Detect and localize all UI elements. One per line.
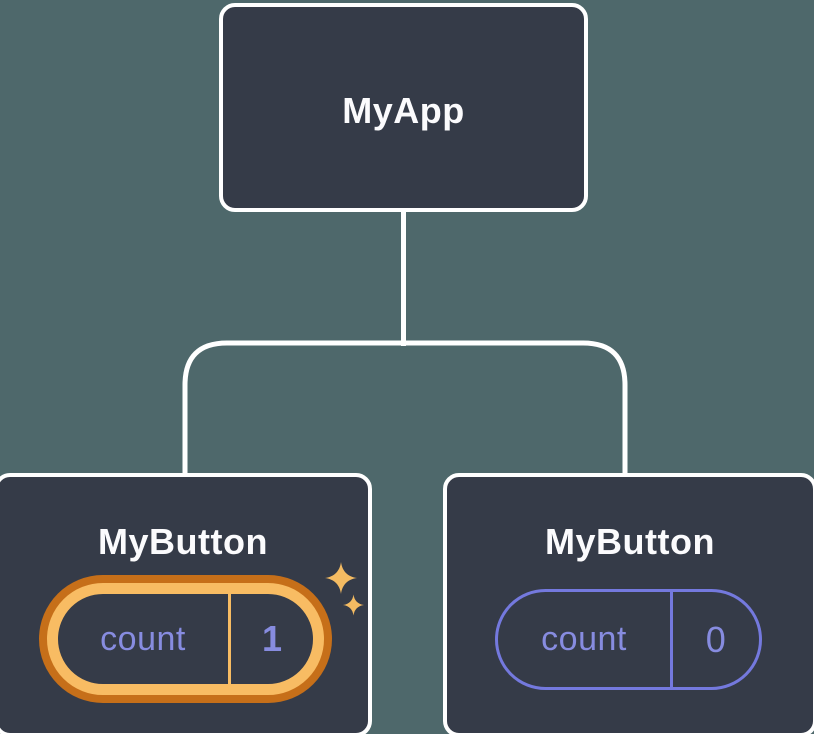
node-label-mybutton-left: MyButton xyxy=(98,521,268,562)
pill-divider xyxy=(670,592,673,687)
state-value-cell: 1 xyxy=(231,594,313,684)
state-value-label: 0 xyxy=(705,618,726,660)
pill-divider xyxy=(228,594,231,684)
tree-node-mybutton-left: MyButton count 1 xyxy=(0,473,372,734)
state-pill: count 0 xyxy=(495,589,762,690)
tree-node-mybutton-right: MyButton count 0 xyxy=(443,473,814,734)
state-name-label: count xyxy=(100,619,186,658)
state-pill-highlighted: count 1 xyxy=(47,583,324,695)
state-name-label: count xyxy=(541,620,627,658)
state-value-cell: 0 xyxy=(673,592,760,687)
state-name-cell: count xyxy=(58,594,228,684)
tree-node-myapp: MyApp xyxy=(219,3,588,212)
node-label-mybutton-right: MyButton xyxy=(545,521,715,562)
sparkles-icon xyxy=(343,594,364,616)
state-value-label: 1 xyxy=(261,618,283,659)
sparkles-icon xyxy=(325,561,357,595)
connector-branch-bracket xyxy=(182,340,628,474)
node-label-myapp: MyApp xyxy=(342,89,465,131)
state-name-cell: count xyxy=(498,592,670,687)
